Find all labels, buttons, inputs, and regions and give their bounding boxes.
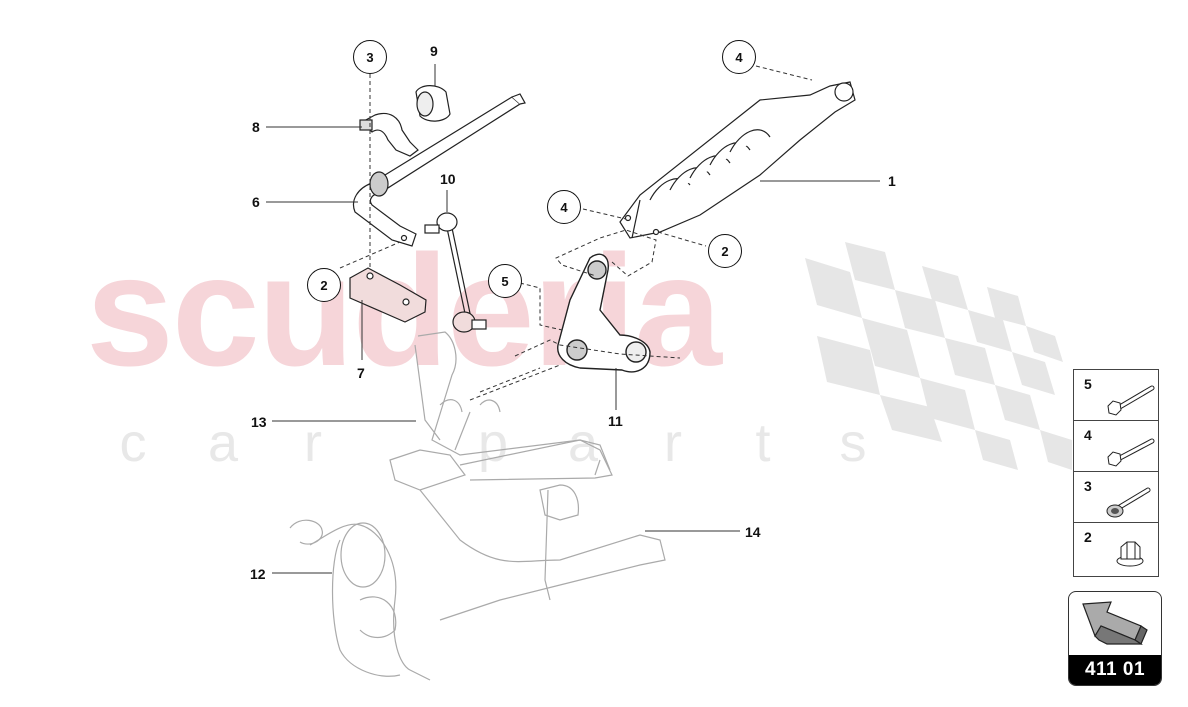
legend-number: 2: [1084, 529, 1092, 545]
watermark-letter: c: [119, 413, 147, 473]
suspension-subframe-drawing: [289, 331, 666, 681]
callout-1[interactable]: 1: [888, 173, 896, 189]
long-hex-bolt-icon: [1107, 385, 1155, 416]
watermark-letter: a: [207, 413, 239, 473]
legend-item-4[interactable]: 4: [1074, 421, 1158, 472]
rocker-arm-drawing: [557, 253, 651, 373]
legend-item-2[interactable]: 2: [1074, 523, 1158, 576]
stabilizer-bracket-drawing: [349, 267, 427, 323]
callout-6[interactable]: 6: [252, 194, 260, 210]
hex-bolt-icon: [1107, 438, 1155, 467]
legend-item-5[interactable]: 5: [1074, 370, 1158, 421]
shock-absorber-drawing: [619, 81, 856, 239]
stabilizer-clamp-drawing: [359, 112, 419, 157]
leader-lines: [266, 64, 880, 574]
diagram-code: 411 01: [1069, 655, 1161, 685]
callout-13[interactable]: 13: [251, 414, 267, 430]
fastener-callout-4-lower[interactable]: 4: [547, 190, 581, 224]
hex-nut-icon: [1116, 541, 1144, 567]
stabilizer-bar-drawing: [352, 93, 526, 247]
stabilizer-link-drawing: [424, 212, 487, 333]
fastener-legend: 5 4 3 2: [1073, 369, 1159, 577]
back-navigation-button[interactable]: 411 01: [1068, 591, 1162, 686]
fastener-callout-2-shock[interactable]: 2: [708, 234, 742, 268]
watermark-letter: p: [477, 413, 509, 473]
fastener-callout-3[interactable]: 3: [353, 40, 387, 74]
callout-7[interactable]: 7: [357, 365, 365, 381]
back-arrow-icon: [1082, 601, 1148, 645]
watermark-letter: t: [755, 413, 771, 473]
stabilizer-bushing-drawing: [415, 85, 451, 122]
checkered-flag-watermark: [805, 242, 1072, 470]
callout-9[interactable]: 9: [430, 43, 438, 59]
flange-bolt-icon: [1106, 487, 1151, 518]
fastener-callout-4-top[interactable]: 4: [722, 40, 756, 74]
watermark-letter: r: [664, 413, 682, 473]
callout-11[interactable]: 11: [608, 413, 623, 429]
fastener-callout-2-bracket[interactable]: 2: [307, 268, 341, 302]
callout-10[interactable]: 10: [440, 171, 456, 187]
legend-number: 5: [1084, 376, 1092, 392]
callout-14[interactable]: 14: [745, 524, 761, 540]
fastener-callout-5[interactable]: 5: [488, 264, 522, 298]
callout-12[interactable]: 12: [250, 566, 266, 582]
legend-number: 3: [1084, 478, 1092, 494]
legend-number: 4: [1084, 427, 1092, 443]
dashed-leader-lines: [339, 65, 813, 401]
legend-item-3[interactable]: 3: [1074, 472, 1158, 523]
callout-8[interactable]: 8: [252, 119, 260, 135]
watermark-letter: r: [304, 413, 322, 473]
watermark-letter: s: [839, 413, 867, 473]
